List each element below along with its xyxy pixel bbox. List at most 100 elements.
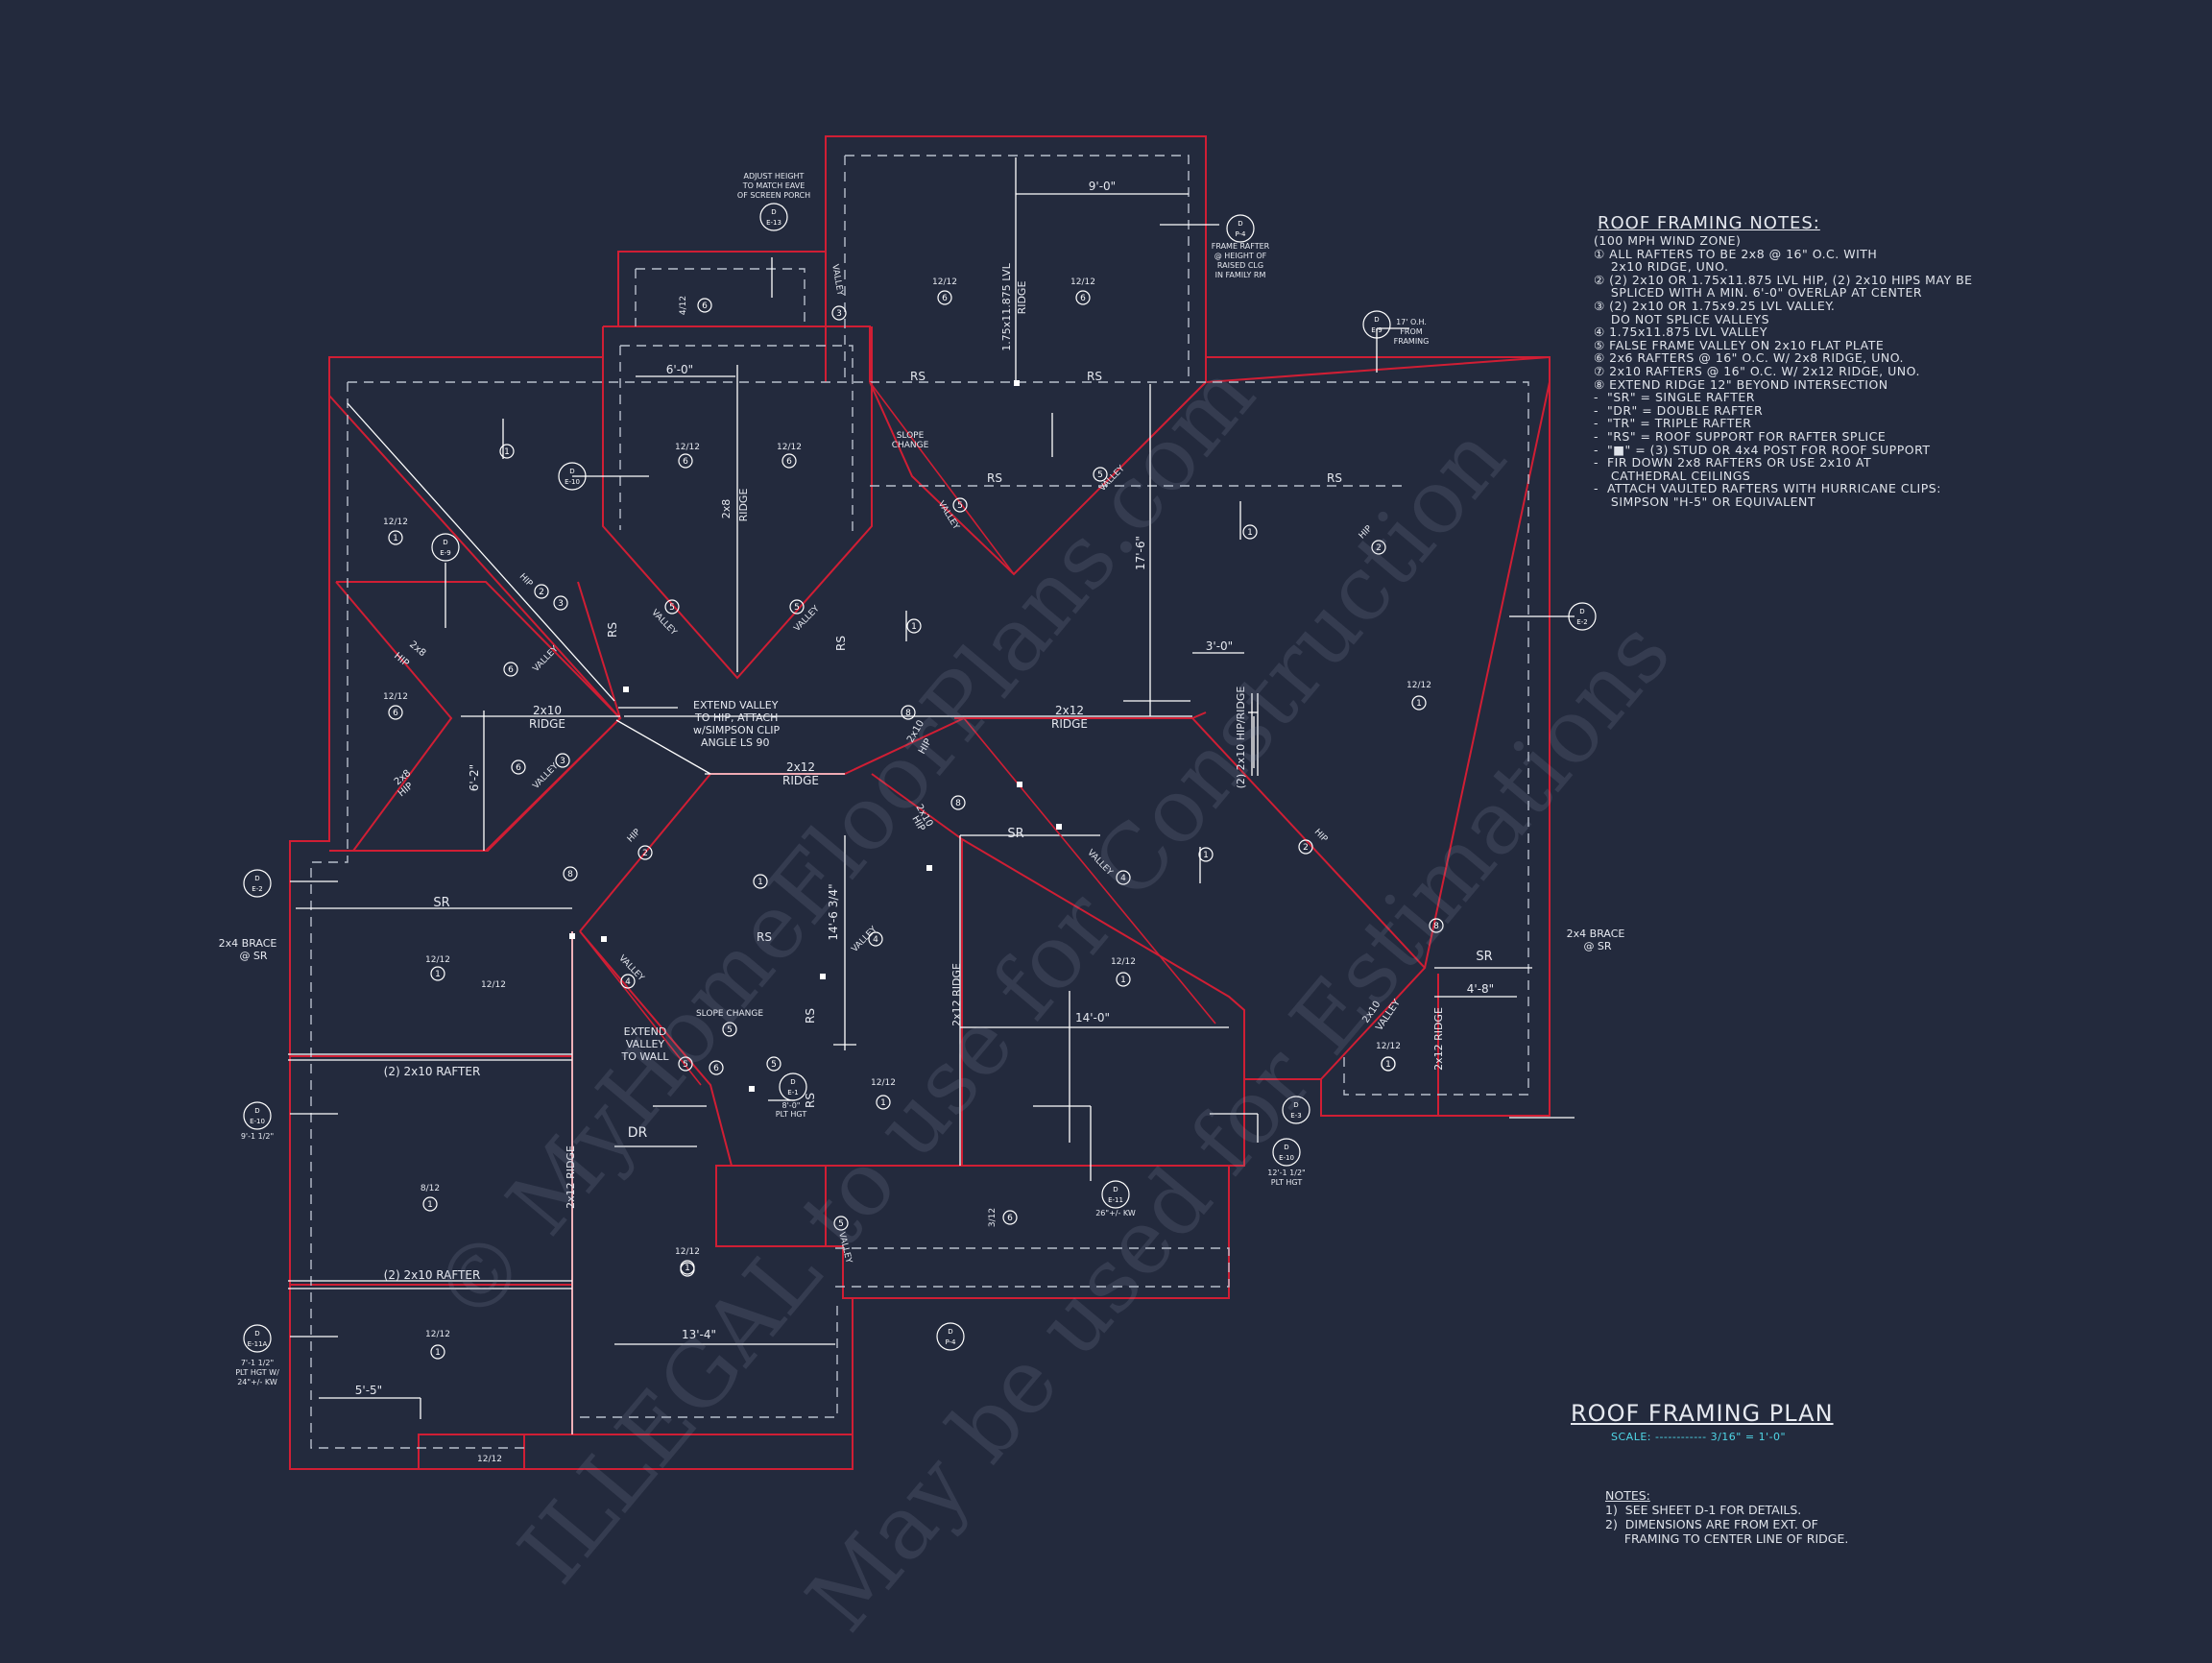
roof-framing-note-item: - FIR DOWN 2x8 RAFTERS OR USE 2x10 AT [1594,455,1872,470]
note-num: 8 [905,709,911,718]
detail-e13: E-13 [766,219,781,227]
ridge-2x12-b2: RIDGE [782,774,819,787]
detail-d: D [569,468,574,475]
roof-framing-note-item: SPLICED WITH A MIN. 6'-0" OVERLAP AT CEN… [1594,285,1923,301]
ridge-2x8-2: RIDGE [737,489,750,522]
dim-3-0: 3'-0" [1206,639,1233,653]
general-note-item: 2) DIMENSIONS ARE FROM EXT. OF [1605,1517,1818,1531]
roof-framing-note-item: DO NOT SPLICE VALLEYS [1594,311,1770,326]
hgt-9-1: 9'-1 1/2" [241,1132,274,1141]
detail-e11a: E-11A [248,1340,268,1348]
adjust-note-2: TO MATCH EAVE [742,181,805,190]
note-num: 3 [560,757,565,766]
note-num: 1 [911,622,917,632]
rs-label-1: RS [910,370,926,383]
note-num: 4 [873,935,878,945]
note-num: 5 [683,1060,688,1070]
extend-valley-wall-1: EXTEND [624,1025,667,1038]
note-num: 4 [625,977,631,987]
valley-label-3: VALLEY [532,644,561,674]
pitch-18: 3/12 [988,1208,998,1227]
roof-framing-notes-list: (100 MPH WIND ZONE)① ALL RAFTERS TO BE 2… [1594,234,1978,508]
note-num: 2 [1303,843,1309,853]
note-num: 1 [435,970,441,979]
kw-26: 26"+/- KW [1095,1209,1136,1217]
plan-title: ROOF FRAMING PLAN [1571,1400,1834,1427]
dim-17-6: 17'-6" [1134,536,1147,570]
rs-label-7: RS [834,636,848,651]
note-num: 5 [1097,470,1103,480]
note-num: 1 [1120,976,1126,985]
roof-framing-note-item: ① ALL RAFTERS TO BE 2x8 @ 16" O.C. WITH [1594,246,1878,261]
dim-14-0: 14'-0" [1075,1011,1110,1024]
note-num: 6 [1080,294,1086,303]
roof-outline-red [289,135,1551,1470]
dim-6-2: 6'-2" [468,764,481,791]
roof-framing-notes-title: ROOF FRAMING NOTES: [1598,213,1820,233]
detail-d: D [790,1078,795,1086]
roof-framing-note-item: ④ 1.75x11.875 LVL VALLEY [1594,325,1767,340]
detail-p4: P-4 [1235,230,1246,238]
detail-d: D [1284,1144,1288,1151]
hip-label-4: HIP [1312,828,1330,845]
detail-d: D [771,208,776,216]
pitch-2: 12/12 [1070,277,1095,287]
note-num: 1 [757,878,763,887]
pitch-1: 12/12 [932,277,957,287]
plt-hgt-2a: 12'-1 1/2" [1267,1169,1305,1177]
note-num: 2 [1376,543,1382,553]
note-num: 3 [558,599,564,609]
framing-lines [288,157,1575,1434]
note-num: 2 [642,849,648,858]
sr-label-2: SR [1007,827,1023,841]
extend-valley-wall-3: TO WALL [621,1050,670,1063]
detail-e9: E-9 [1371,326,1382,334]
note-num: 1 [1385,1060,1391,1070]
pitch-12: 12/12 [425,1330,450,1339]
note-num: 3 [836,309,842,319]
adjust-note-3: OF SCREEN PORCH [737,191,810,200]
pitch-17: 4/12 [679,296,688,315]
frame-rafter-note-2: @ HEIGHT OF [1214,252,1267,260]
detail-e1: E-1 [787,1089,798,1097]
pitch-4: 12/12 [777,443,802,452]
plan-scale: SCALE: ------------ 3/16" = 1'-0" [1611,1431,1787,1443]
rs-label-5: RS [757,930,772,944]
brace-left-1: 2x4 BRACE [219,937,277,950]
note-num: 6 [702,301,708,311]
frame-rafter-note-1: FRAME RAFTER [1212,242,1270,251]
note-num: 6 [516,763,521,773]
ridge-2x12-a2: RIDGE [1051,717,1088,731]
dashed-wall-lines [310,155,1529,1449]
note-num: 8 [567,870,573,880]
ridge-2x12-v2: 2x12 RIDGE [1432,1007,1445,1071]
detail-d: D [1113,1186,1118,1193]
note-num: 2 [539,588,544,597]
extend-valley-hip-1: EXTEND VALLEY [693,699,779,711]
brace-right-1: 2x4 BRACE [1567,928,1625,940]
slope-change-1b: CHANGE [892,441,929,450]
ox-note-3: FRAMING [1394,337,1430,346]
rs-label-8: RS [804,1008,817,1024]
note-num: 8 [955,799,961,808]
detail-e2: E-2 [252,885,262,893]
dim-4-8: 4'-8" [1467,982,1494,996]
detail-d: D [1238,220,1242,228]
valley-label-4: VALLEY [532,761,561,791]
rs-label-2: RS [1087,370,1102,383]
general-notes-list: 1) SEE SHEET D-1 FOR DETAILS.2) DIMENSIO… [1605,1503,1848,1546]
note-circles [388,290,1444,1360]
detail-d: D [254,1107,259,1115]
note-num: 6 [683,457,688,467]
plt-hgt-1b: PLT HGT [776,1110,807,1119]
rafter-2x10-bot: (2) 2x10 RAFTER [384,1268,481,1282]
roof-framing-note-item: ② (2) 2x10 OR 1.75x11.875 LVL HIP, (2) 2… [1594,272,1973,287]
dim-13-4: 13'-4" [682,1328,716,1341]
hip-ridge: (2) 2x10 HIP/RIDGE [1235,687,1247,789]
roof-framing-note-item: SIMPSON "H-5" OR EQUIVALENT [1594,494,1815,509]
pitch-7: 12/12 [425,955,450,965]
roof-framing-note-item: (100 MPH WIND ZONE) [1594,233,1742,248]
hip-2x8-a1: 2x8 [407,639,427,659]
valley-label-7: VALLEY [830,264,845,298]
